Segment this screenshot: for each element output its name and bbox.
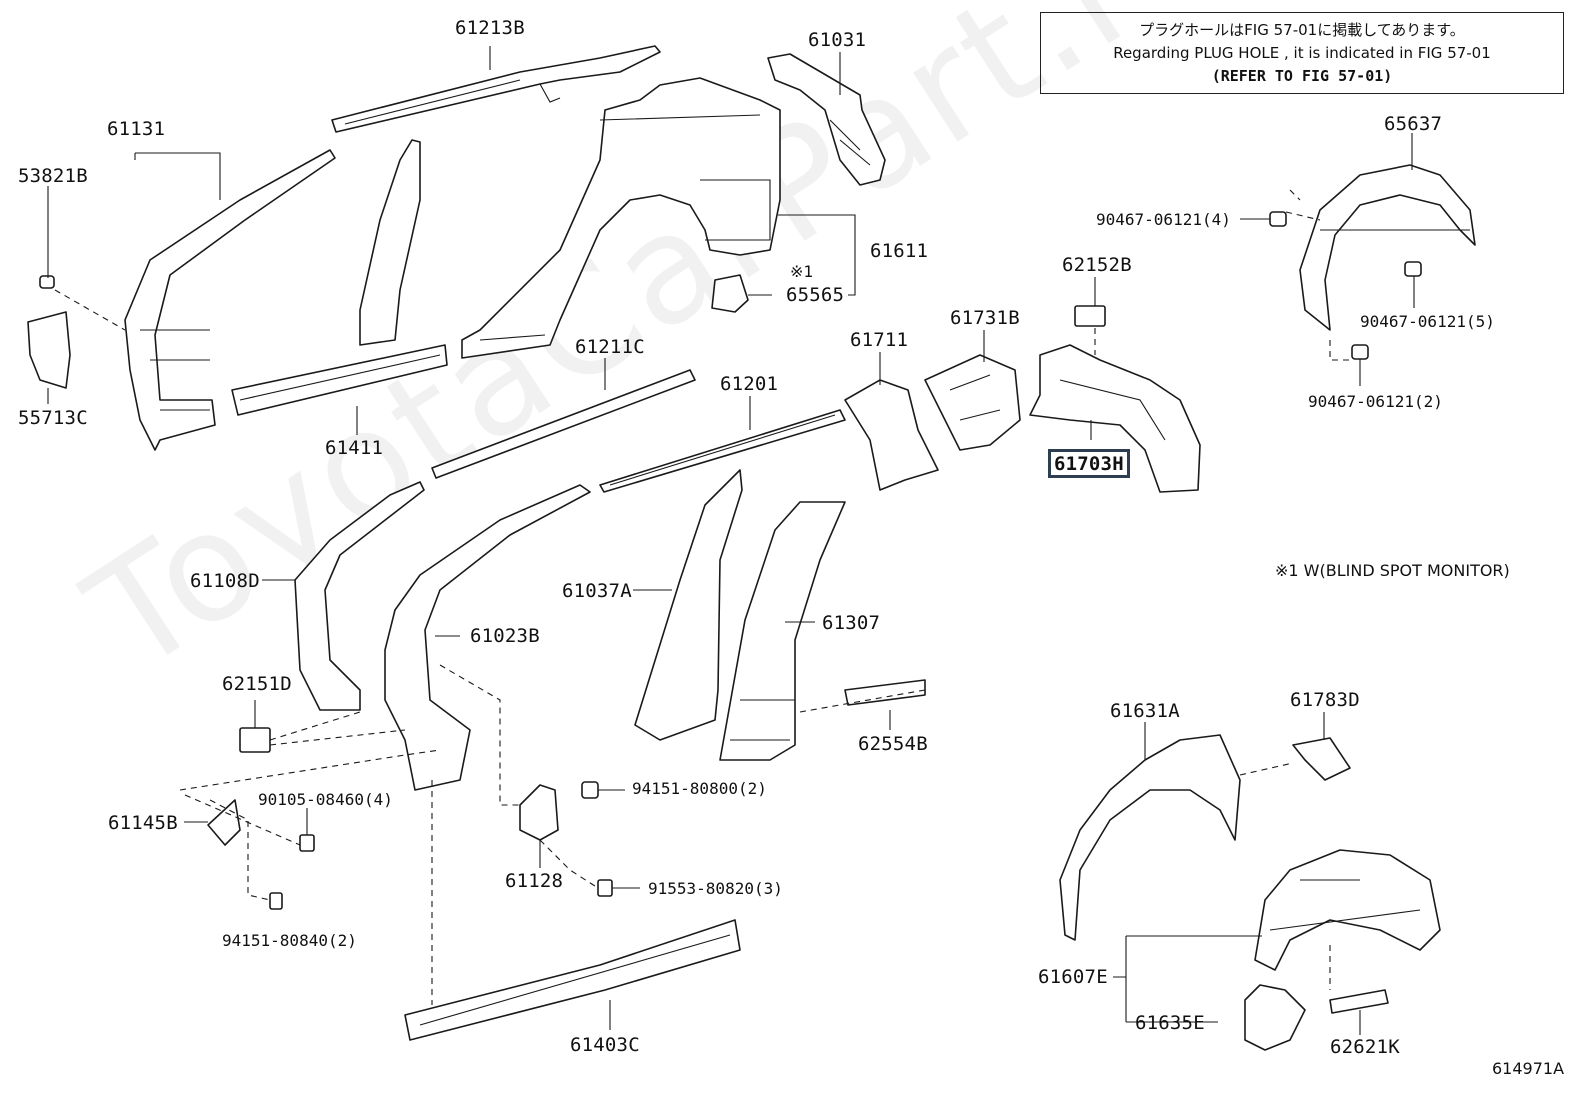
part-61631a xyxy=(1059,734,1241,941)
callout-53821b[interactable]: 53821B xyxy=(18,165,88,187)
part-62151d-patch xyxy=(239,727,271,753)
part-61211c-rail xyxy=(431,369,696,479)
part-61783d xyxy=(1292,737,1351,781)
callout-61611[interactable]: 61611 xyxy=(870,240,929,262)
part-61213b-roof-rail xyxy=(331,45,661,133)
part-61403c-rocker-inner xyxy=(404,919,741,1041)
part-61201-rail xyxy=(599,409,846,493)
part-65637-liner xyxy=(1299,164,1476,331)
callout-61403c[interactable]: 61403C xyxy=(570,1034,640,1056)
part-61023b xyxy=(384,484,591,791)
callout-61631a[interactable]: 61631A xyxy=(1110,700,1180,722)
callout-90467-06121-5[interactable]: 90467-06121(5) xyxy=(1360,312,1495,331)
part-94151-80840-nut xyxy=(269,892,283,910)
part-91553-bolt xyxy=(597,879,613,897)
callout-61128[interactable]: 61128 xyxy=(505,870,564,892)
part-61607e-wheelhouse xyxy=(1254,849,1441,971)
callout-61783d[interactable]: 61783D xyxy=(1290,689,1360,711)
callout-61703h-highlighted[interactable]: 61703H xyxy=(1048,449,1130,478)
part-61108d xyxy=(294,481,425,711)
callout-94151-80840[interactable]: 94151-80840(2) xyxy=(222,931,357,950)
callout-61635e[interactable]: 61635E xyxy=(1135,1012,1205,1034)
part-61411-rocker xyxy=(231,344,448,416)
callout-61307[interactable]: 61307 xyxy=(822,612,881,634)
callout-65565[interactable]: 65565 xyxy=(786,284,845,306)
part-61703h xyxy=(1029,344,1201,493)
part-61037a xyxy=(634,469,743,741)
part-90467-clips xyxy=(1269,211,1422,360)
leader-lines xyxy=(47,46,1415,1035)
part-61307 xyxy=(719,501,846,761)
callout-61411[interactable]: 61411 xyxy=(325,437,384,459)
callout-61607e[interactable]: 61607E xyxy=(1038,966,1108,988)
callout-55713c[interactable]: 55713C xyxy=(18,407,88,429)
callout-62152b[interactable]: 62152B xyxy=(1062,254,1132,276)
footnote-marker-1: ※1 xyxy=(790,262,814,281)
callout-61211c[interactable]: 61211C xyxy=(575,336,645,358)
callout-61731b[interactable]: 61731B xyxy=(950,307,1020,329)
part-61031 xyxy=(767,53,886,186)
callout-61711[interactable]: 61711 xyxy=(850,329,909,351)
part-94151-80800-nut xyxy=(581,781,599,799)
part-61128-bracket xyxy=(519,784,559,841)
callout-90467-06121-4[interactable]: 90467-06121(4) xyxy=(1096,210,1231,229)
callout-61037a[interactable]: 61037A xyxy=(562,580,632,602)
callout-61131[interactable]: 61131 xyxy=(107,118,166,140)
part-61635e xyxy=(1244,984,1306,1051)
part-b-pillar-outer xyxy=(359,139,421,346)
part-55713c xyxy=(27,311,71,389)
part-61711 xyxy=(844,379,939,491)
part-61131-side-outer xyxy=(124,149,336,451)
part-65565 xyxy=(711,274,749,313)
part-62621k-patch xyxy=(1329,989,1389,1014)
part-61731b xyxy=(924,354,1021,451)
callout-61031[interactable]: 61031 xyxy=(808,29,867,51)
plug-hole-note-box: プラグホールはFIG 57-01に掲載してあります。 Regarding PLU… xyxy=(1040,12,1564,94)
callout-90105-08460[interactable]: 90105-08460(4) xyxy=(258,790,393,809)
part-53821b xyxy=(39,275,55,289)
part-61611-quarter-panel xyxy=(461,77,781,359)
callout-91553-80820[interactable]: 91553-80820(3) xyxy=(648,879,783,898)
callout-94151-80800[interactable]: 94151-80800(2) xyxy=(632,779,767,798)
note-line-japanese: プラグホールはFIG 57-01に掲載してあります。 xyxy=(1139,21,1465,39)
callout-65637[interactable]: 65637 xyxy=(1384,113,1443,135)
footnote-blind-spot-monitor: ※1 W(BLIND SPOT MONITOR) xyxy=(1275,561,1510,580)
callout-62621k[interactable]: 62621K xyxy=(1330,1036,1400,1058)
part-90105-bolt xyxy=(299,834,315,852)
note-refer-link[interactable]: (REFER TO FIG 57-01) xyxy=(1211,67,1393,85)
figure-id: 614971A xyxy=(1492,1059,1565,1078)
part-62554b-patch xyxy=(844,679,926,706)
callout-90467-06121-2[interactable]: 90467-06121(2) xyxy=(1308,392,1443,411)
part-62152b-patch xyxy=(1074,305,1106,327)
callout-61023b[interactable]: 61023B xyxy=(470,625,540,647)
callout-61201[interactable]: 61201 xyxy=(720,373,779,395)
callout-62151d[interactable]: 62151D xyxy=(222,673,292,695)
callout-62554b[interactable]: 62554B xyxy=(858,733,928,755)
note-line-english: Regarding PLUG HOLE , it is indicated in… xyxy=(1113,44,1491,62)
callout-61213b[interactable]: 61213B xyxy=(455,17,525,39)
callout-61108d[interactable]: 61108D xyxy=(190,570,260,592)
callout-61145b[interactable]: 61145B xyxy=(108,812,178,834)
